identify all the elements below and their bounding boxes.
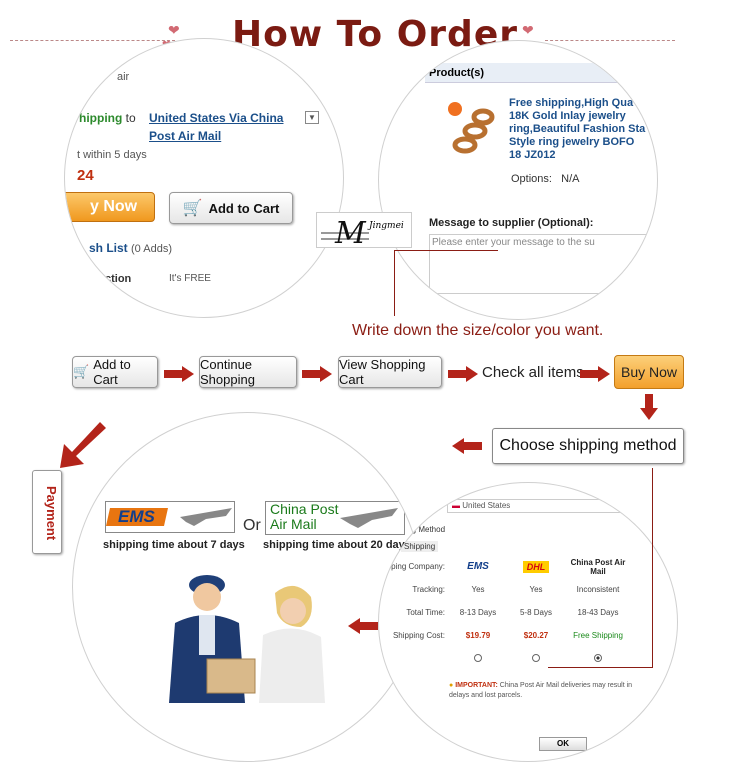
right-arrow-icon	[580, 366, 612, 387]
connector-line	[394, 250, 395, 316]
delivery-estimate: t within 5 days	[77, 149, 147, 161]
wishlist-count: (0 Adds)	[131, 243, 172, 255]
shipping-option-link-2[interactable]: Post Air Mail	[149, 129, 222, 143]
right-arrow-icon	[302, 366, 334, 387]
shipping-option-link[interactable]: United States Via China	[149, 111, 284, 125]
product-description-link[interactable]: Free shipping,High Qua 18K Gold Inlay je…	[509, 97, 646, 161]
chevron-down-icon[interactable]: ▼	[305, 111, 319, 124]
china-post-carrier: China Post Air Mail	[570, 557, 626, 576]
products-header: Product(s)	[425, 63, 657, 83]
shipping-options-table: pping Company: EMS DHL China Post Air Ma…	[379, 555, 631, 670]
svg-text:M: M	[334, 216, 367, 249]
courier-delivery-photo	[155, 563, 325, 703]
air-fragment: air	[117, 71, 130, 83]
step-choose-shipping: Choose shipping method	[492, 428, 684, 464]
dhl-carrier-logo: DHL	[522, 560, 550, 573]
title-divider-left	[10, 40, 175, 41]
china-post-logo: China Post Air Mail	[265, 501, 405, 535]
step-continue-shopping[interactable]: Continue Shopping	[199, 356, 297, 388]
wishlist-link[interactable]: sh List	[89, 241, 128, 255]
size-color-note: Write down the size/color you want.	[352, 322, 604, 339]
right-arrow-icon	[448, 366, 480, 387]
step-buy-now-button[interactable]: Buy Now	[614, 355, 684, 389]
protection-free: It's FREE	[169, 273, 211, 284]
add-to-cart-button[interactable]: 🛒Add to Cart	[169, 192, 293, 224]
down-arrow-icon	[640, 394, 658, 427]
shipping-method-label: ping Method	[401, 525, 446, 534]
logo-text: Jingmei	[369, 221, 404, 231]
brand-logo: M Jingmei	[316, 212, 412, 251]
buy-now-button[interactable]: y Now	[65, 192, 155, 222]
heart-icon: ❤	[168, 22, 180, 38]
connector-line	[652, 468, 653, 668]
left-arrow-icon	[348, 618, 378, 639]
ems-carrier-logo: EMS	[467, 561, 489, 572]
connector-line	[394, 250, 498, 251]
cart-icon: 🛒	[182, 200, 203, 217]
left-arrow-icon	[452, 438, 482, 459]
country-select[interactable]: ▬ United States	[447, 499, 647, 513]
china-post-shipping-time: shipping time about 20 days	[263, 539, 411, 551]
options-label: Options:	[511, 173, 552, 185]
heart-icon: ❤	[522, 22, 534, 38]
shipping-to: to	[125, 111, 136, 125]
flag-icon: ▬	[452, 501, 460, 510]
ems-logo: EMS	[105, 501, 235, 533]
cart-icon: 🛒	[73, 364, 90, 379]
ems-shipping-time: shipping time about 7 days	[103, 539, 245, 551]
radio-china-post[interactable]	[594, 653, 602, 662]
delivery-circle: EMS shipping time about 7 days Or China …	[72, 412, 422, 762]
ring-product-image	[443, 97, 501, 163]
warning-icon: ●	[449, 682, 454, 689]
or-label: Or	[243, 517, 261, 534]
order-detail-circle: Product(s) Free shipping,High Qua 18K Go…	[378, 40, 658, 320]
step-view-shopping-cart[interactable]: View Shopping Cart	[338, 356, 442, 388]
step-add-to-cart[interactable]: 🛒Add to Cart	[72, 356, 158, 388]
message-label: Message to supplier (Optional):	[429, 217, 594, 229]
radio-dhl[interactable]	[532, 653, 540, 662]
shipping-label: hipping	[79, 111, 123, 125]
shipping-warning: ● IMPORTANT: China Post Air Mail deliver…	[449, 682, 633, 699]
ok-button[interactable]: OK	[539, 737, 587, 751]
shipping-method-circle: ▬ United States ping Method Shipping ppi…	[378, 482, 678, 762]
price: 24	[77, 167, 94, 184]
step-payment: Payment	[32, 470, 62, 554]
shipping-tab: Shipping	[401, 541, 439, 552]
radio-ems[interactable]	[474, 653, 482, 662]
title-divider-right	[545, 40, 675, 41]
message-input[interactable]: Please enter your message to the su	[429, 234, 657, 294]
right-arrow-icon	[164, 366, 196, 387]
product-detail-circle: air hipping to United States Via China ▼…	[64, 38, 344, 318]
buyer-protection: ction	[105, 273, 132, 285]
options-value: N/A	[561, 173, 580, 185]
connector-line	[548, 667, 653, 668]
diagonal-arrow-icon	[60, 422, 106, 473]
step-check-items: Check all items	[482, 364, 584, 381]
